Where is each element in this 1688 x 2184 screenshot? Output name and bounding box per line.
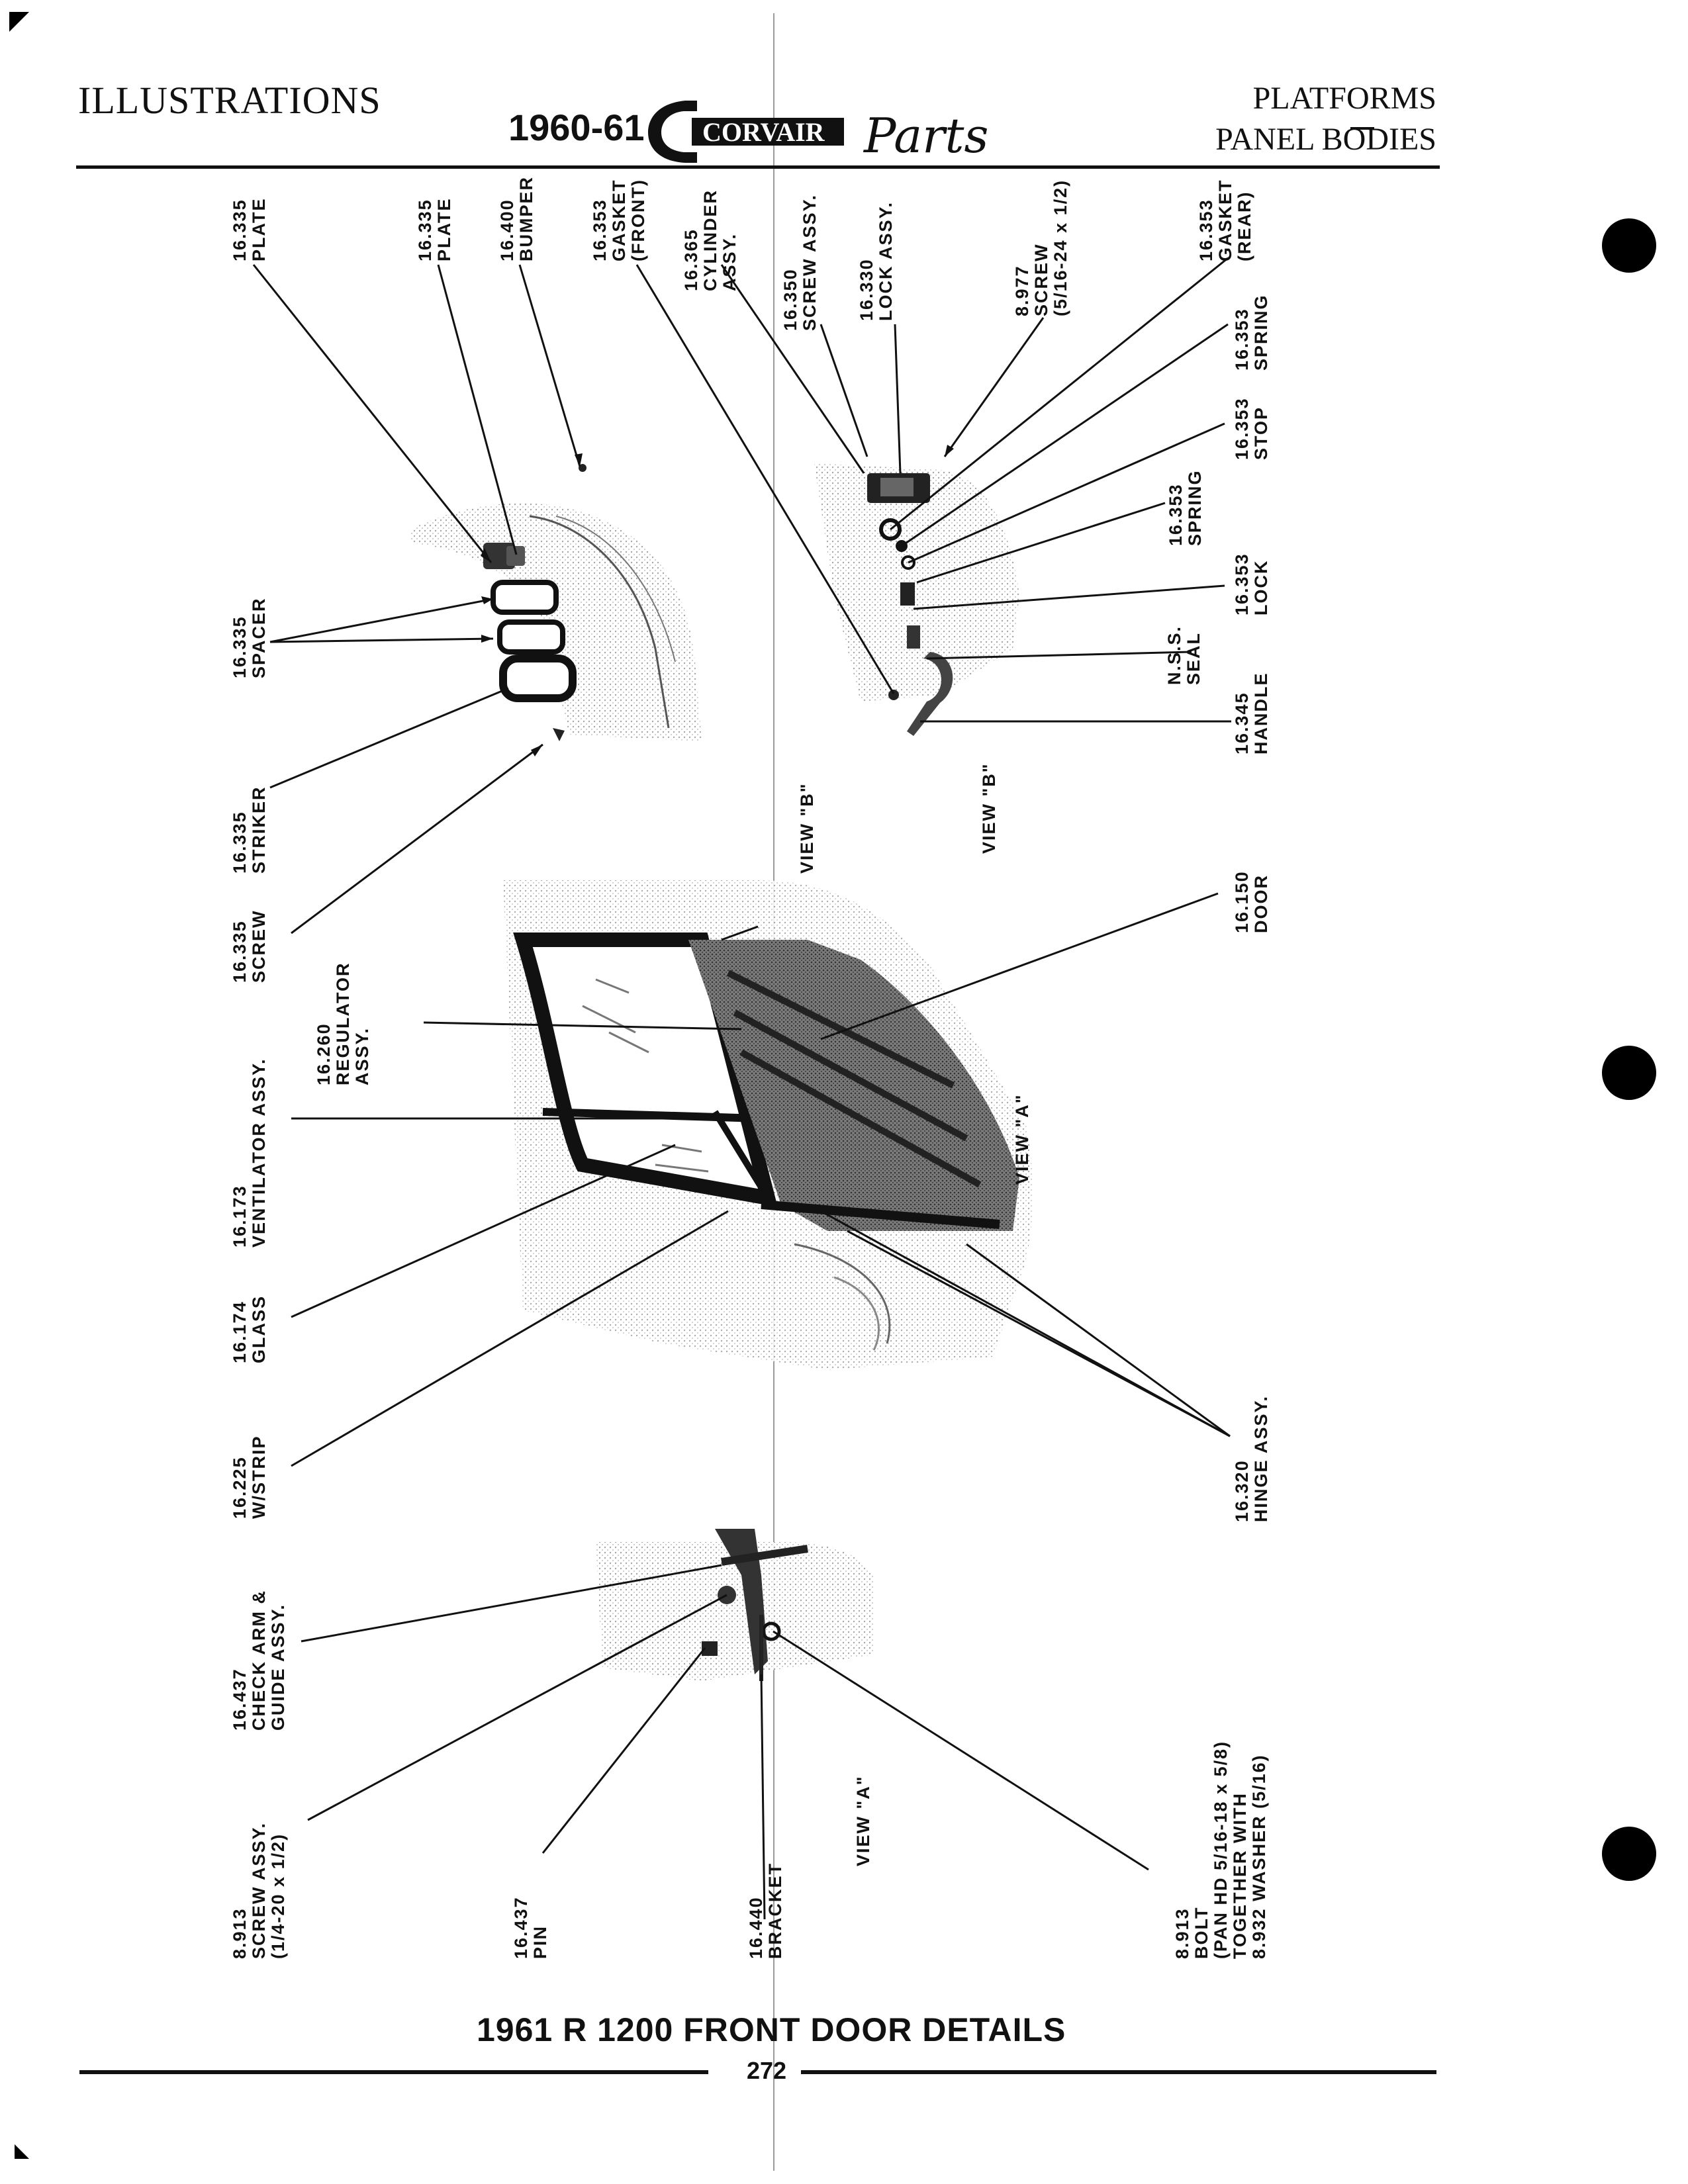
lock-assembly-drawing — [814, 463, 1019, 736]
footer-rule-right — [801, 2070, 1436, 2074]
corvair-parts-logo: CORVAIR Parts — [645, 91, 1016, 171]
category-heading: PLATFORMS PANEL BODIES — [1215, 78, 1436, 160]
page-number: 272 — [747, 2057, 787, 2084]
door-main-drawing — [503, 880, 1033, 1370]
binder-hole-middle — [1602, 1046, 1656, 1100]
figure-caption: 1961 R 1200 FRONT DOOR DETAILS — [477, 2011, 1066, 2048]
check-arm-drawing — [596, 1529, 874, 1681]
brand-script: Parts — [863, 108, 988, 163]
leader-lines — [252, 257, 1231, 1920]
category-line-1: PLATFORMS — [1252, 81, 1436, 116]
section-title: ILLUSTRATIONS — [78, 79, 381, 122]
striker-assembly-drawing — [410, 464, 702, 741]
catalog-year: 1960-61 — [508, 107, 645, 148]
binder-hole-bottom — [1602, 1827, 1656, 1881]
brand-text: CORVAIR — [702, 117, 825, 147]
header-accent — [1350, 127, 1374, 130]
footer-rule-left — [79, 2070, 708, 2074]
leader-arrowheads — [481, 445, 954, 756]
header-rule — [76, 165, 1440, 169]
binder-hole-top — [1602, 218, 1656, 273]
corner-mark-top — [9, 12, 29, 32]
category-line-2: PANEL BODIES — [1215, 122, 1436, 157]
corner-mark-bottom — [15, 2144, 29, 2159]
